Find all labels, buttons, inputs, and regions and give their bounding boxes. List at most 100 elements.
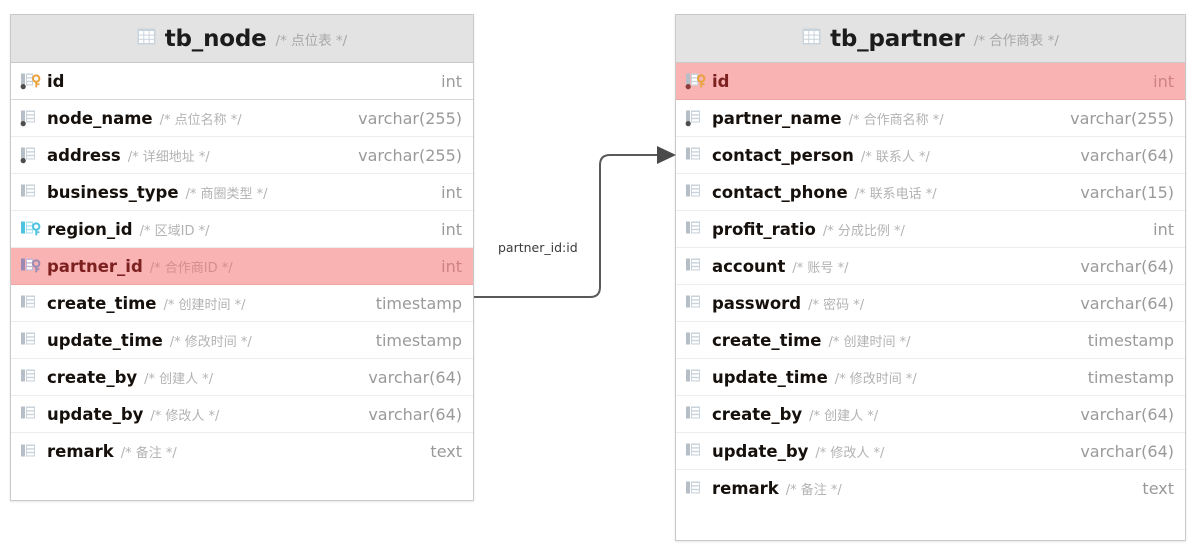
column-type: timestamp — [375, 293, 462, 313]
column-row[interactable]: node_name /* 点位名称 */ varchar(255) — [11, 100, 473, 137]
column-type: timestamp — [1087, 330, 1174, 350]
column-name: account — [712, 256, 786, 276]
column-comment: /* 账号 */ — [792, 260, 849, 276]
column-row[interactable]: address /* 详细地址 */ varchar(255) — [11, 137, 473, 174]
column-row[interactable]: password /* 密码 */ varchar(64) — [676, 285, 1185, 322]
column-name: update_time — [47, 330, 163, 350]
column-comment: /* 修改人 */ — [815, 445, 885, 461]
column-name: region_id — [47, 219, 133, 239]
column-icon — [20, 182, 47, 202]
column-comment: /* 点位名称 */ — [159, 112, 242, 128]
column-row[interactable]: contact_phone /* 联系电话 */ varchar(15) — [676, 174, 1185, 211]
column-comment: /* 联系电话 */ — [854, 186, 937, 202]
column-comment: /* 修改时间 */ — [834, 371, 917, 387]
column-row[interactable]: remark/* 备注 */text — [676, 470, 1185, 507]
column-row[interactable]: contact_person /* 联系人 */ varchar(64) — [676, 137, 1185, 174]
column-comment: /* 密码 */ — [808, 297, 865, 313]
column-type: varchar(255) — [358, 108, 462, 128]
column-pk-icon — [685, 71, 712, 91]
column-icon — [20, 442, 47, 462]
column-name: password — [712, 293, 802, 313]
column-name: business_type — [47, 182, 179, 202]
column-icon — [685, 145, 712, 165]
column-row[interactable]: partner_id/* 合作商ID */int — [11, 248, 473, 285]
column-name: node_name — [47, 108, 153, 128]
column-row[interactable]: account /* 账号 */ varchar(64) — [676, 248, 1185, 285]
column-comment: /* 备注 */ — [785, 483, 842, 498]
column-type: varchar(64) — [1080, 256, 1174, 276]
column-name: create_by — [712, 404, 803, 424]
column-pk-icon — [20, 71, 47, 91]
column-comment: /* 合作商名称 */ — [848, 112, 944, 128]
column-name: contact_person — [712, 145, 854, 165]
column-icon — [685, 441, 712, 461]
column-type: int — [1153, 71, 1174, 91]
entity-comment: /* 合作商表 */ — [973, 32, 1059, 49]
column-comment: /* 联系人 */ — [860, 149, 930, 165]
column-icon — [685, 293, 712, 313]
entity-title: tb_node — [164, 25, 267, 52]
relation-label: partner_id:id — [498, 240, 578, 255]
entity-header[interactable]: tb_partner /* 合作商表 */ — [676, 15, 1185, 63]
column-icon — [685, 256, 712, 276]
column-row[interactable]: partner_name/* 合作商名称 */varchar(255) — [676, 100, 1185, 137]
column-icon — [20, 404, 47, 424]
column-type: int — [1153, 219, 1174, 239]
column-row[interactable]: remark/* 备注 */text — [11, 433, 473, 470]
column-row[interactable]: update_by/* 修改人 */varchar(64) — [11, 396, 473, 433]
column-type: varchar(64) — [368, 367, 462, 387]
column-type: int — [441, 182, 462, 202]
column-fk-purple-icon — [20, 256, 47, 276]
column-name: create_time — [712, 330, 822, 350]
column-type: varchar(64) — [1080, 404, 1174, 424]
column-comment: /* 创建人 */ — [144, 371, 214, 387]
column-comment: /* 详细地址 */ — [127, 149, 210, 165]
column-name: id — [712, 71, 730, 91]
column-row[interactable]: id int — [676, 63, 1185, 100]
column-type: varchar(64) — [1080, 293, 1174, 313]
column-row[interactable]: region_id/* 区域ID */int — [11, 211, 473, 248]
column-type: varchar(255) — [358, 145, 462, 165]
column-type: text — [430, 442, 462, 461]
column-row[interactable]: update_by/* 修改人 */varchar(64) — [676, 433, 1185, 470]
column-name: partner_name — [712, 108, 842, 128]
column-icon — [685, 404, 712, 424]
column-icon — [685, 479, 712, 499]
column-icon — [685, 108, 712, 128]
column-comment: /* 创建人 */ — [809, 408, 879, 424]
column-row[interactable]: create_time/* 创建时间 */timestamp — [11, 285, 473, 322]
column-name: remark — [47, 442, 114, 461]
column-name: contact_phone — [712, 182, 848, 202]
column-type: int — [441, 256, 462, 276]
column-name: profit_ratio — [712, 219, 816, 239]
column-type: varchar(64) — [1080, 145, 1174, 165]
column-type: varchar(64) — [368, 404, 462, 424]
column-row[interactable]: business_type/* 商圈类型 */int — [11, 174, 473, 211]
column-icon — [685, 330, 712, 350]
column-icon — [685, 219, 712, 239]
column-row[interactable]: create_by /* 创建人 */ varchar(64) — [676, 396, 1185, 433]
column-row[interactable]: update_time/* 修改时间 */timestamp — [676, 359, 1185, 396]
column-type: text — [1142, 479, 1174, 498]
column-row[interactable]: create_time/* 创建时间 */timestamp — [676, 322, 1185, 359]
column-name: update_by — [712, 441, 809, 461]
entity-comment: /* 点位表 */ — [275, 32, 348, 49]
arrow-right-icon — [657, 146, 676, 164]
column-comment: /* 修改人 */ — [150, 408, 220, 424]
column-type: timestamp — [375, 330, 462, 350]
entity-header[interactable]: tb_node /* 点位表 */ — [11, 15, 473, 63]
entity-table-tb_partner[interactable]: tb_partner /* 合作商表 */ id int partner_name /… — [675, 14, 1186, 541]
column-icon — [685, 182, 712, 202]
column-row[interactable]: update_time /* 修改时间 */ timestamp — [11, 322, 473, 359]
column-type: int — [441, 219, 462, 239]
column-icon — [685, 367, 712, 387]
column-name: address — [47, 145, 121, 165]
column-comment: /* 修改时间 */ — [169, 334, 252, 350]
column-row[interactable]: create_by/* 创建人 */varchar(64) — [11, 359, 473, 396]
column-row[interactable]: profit_ratio/* 分成比例 */int — [676, 211, 1185, 248]
column-type: varchar(15) — [1080, 182, 1174, 202]
column-icon — [20, 293, 47, 313]
